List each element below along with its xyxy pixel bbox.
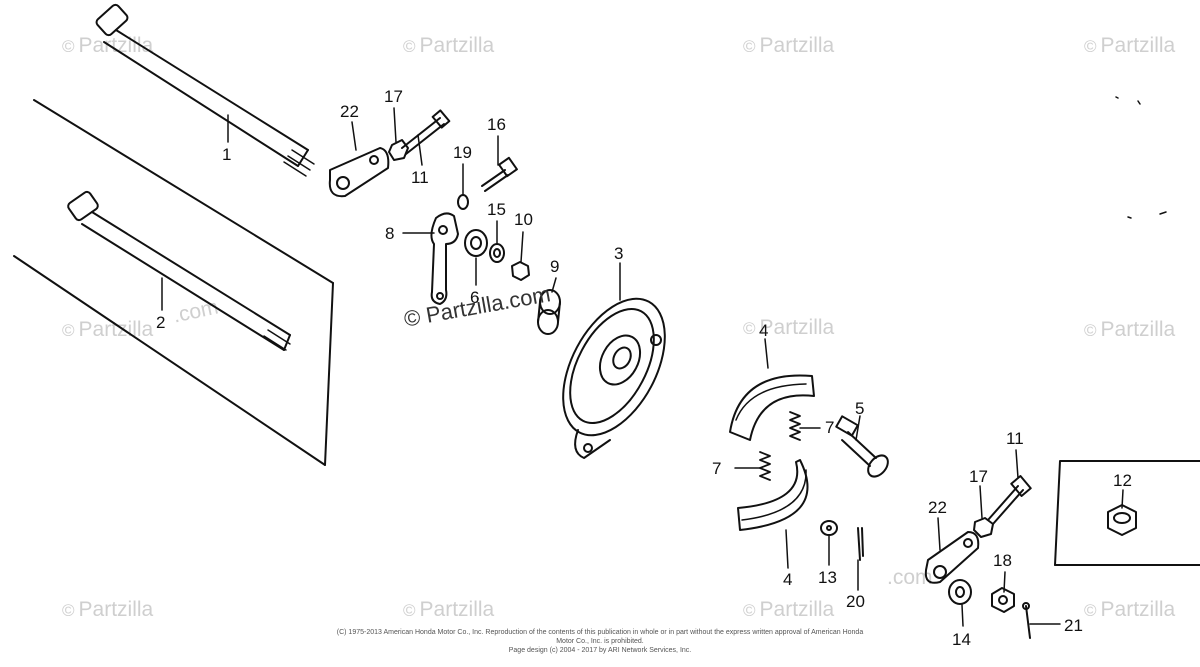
callout-7-lower[interactable]: 7 — [712, 459, 722, 478]
callout-14[interactable]: 14 — [952, 630, 971, 649]
callout-3[interactable]: 3 — [614, 244, 624, 263]
callout-6[interactable]: 6 — [470, 288, 480, 307]
watermark: ©Partzilla — [743, 316, 835, 339]
watermark: ©Partzilla — [62, 598, 154, 621]
watermark: ©Partzilla — [403, 34, 495, 57]
part-7-spring-lower[interactable] — [759, 451, 771, 481]
callout-19[interactable]: 19 — [453, 143, 472, 162]
part-18-nut[interactable] — [991, 587, 1015, 613]
callout-8[interactable]: 8 — [385, 224, 395, 243]
callout-13[interactable]: 13 — [818, 568, 837, 587]
part-3-brake-panel[interactable] — [542, 282, 686, 459]
callout-7-upper[interactable]: 7 — [825, 418, 835, 437]
part-2-shaft[interactable] — [67, 190, 291, 351]
callout-11-upper[interactable]: 11 — [411, 168, 429, 187]
part-13-washer[interactable] — [820, 520, 838, 536]
part-17-nut-upper[interactable] — [388, 139, 409, 161]
callout-2[interactable]: 2 — [156, 313, 166, 332]
watermark: ©Partzilla — [743, 34, 835, 57]
callout-18[interactable]: 18 — [993, 551, 1012, 570]
part-16-bolt[interactable] — [481, 156, 518, 192]
callout-22-lower[interactable]: 22 — [928, 498, 947, 517]
callout-22-upper[interactable]: 22 — [340, 102, 359, 121]
copyright-line-1: (C) 1975-2013 American Honda Motor Co., … — [336, 629, 864, 645]
callout-1[interactable]: 1 — [222, 145, 232, 164]
watermark: ©Partzilla — [1084, 34, 1176, 57]
callout-16[interactable]: 16 — [487, 115, 506, 134]
copyright-line-2: Page design (c) 2004 - 2017 by ARI Netwo… — [508, 647, 692, 654]
watermark: ©Partzilla — [62, 318, 154, 341]
part-21-pin[interactable] — [1022, 602, 1031, 639]
part-17-nut-lower[interactable] — [973, 517, 994, 538]
callout-4-upper[interactable]: 4 — [759, 321, 769, 340]
panel-outline — [13, 99, 334, 466]
part-19-washer[interactable] — [457, 194, 469, 210]
watermark-fragment: .com — [887, 566, 933, 589]
part-8-brake-arm[interactable] — [430, 212, 459, 305]
callout-12[interactable]: 12 — [1113, 471, 1132, 490]
callout-4-lower[interactable]: 4 — [783, 570, 793, 589]
part-10-nut[interactable] — [511, 261, 530, 281]
part-22-adjuster-plate-upper[interactable] — [328, 147, 390, 198]
part-1-axle[interactable] — [95, 3, 315, 177]
part-15-washer[interactable] — [489, 243, 505, 263]
part-4-brake-shoe-lower[interactable] — [737, 459, 809, 531]
part-4-brake-shoe-upper[interactable] — [729, 374, 815, 441]
part-5-brake-cam[interactable] — [835, 415, 892, 480]
copyright-notice: (C) 1975-2013 American Honda Motor Co., … — [330, 628, 870, 655]
callout-21[interactable]: 21 — [1064, 616, 1083, 635]
callout-17-lower[interactable]: 17 — [969, 467, 988, 486]
artifact-marks — [1115, 96, 1167, 219]
part-11-bolt-lower[interactable] — [987, 475, 1032, 525]
callout-10[interactable]: 10 — [514, 210, 533, 229]
callout-5[interactable]: 5 — [855, 399, 865, 418]
part-20-cotter-pin[interactable] — [857, 527, 864, 561]
callout-11-lower[interactable]: 11 — [1006, 429, 1024, 448]
watermark: ©Partzilla — [1084, 598, 1176, 621]
watermark: ©Partzilla — [1084, 318, 1176, 341]
part-14-washer[interactable] — [948, 579, 972, 605]
watermark: ©Partzilla — [62, 34, 154, 57]
part-22-adjuster-plate-lower[interactable] — [924, 531, 980, 584]
leader-lines — [161, 107, 1124, 627]
part-11-bolt-upper[interactable] — [401, 109, 451, 155]
part-9-spacer[interactable] — [537, 289, 561, 335]
callout-15[interactable]: 15 — [487, 200, 506, 219]
callout-9[interactable]: 9 — [550, 257, 560, 276]
callout-20[interactable]: 20 — [846, 592, 865, 611]
watermark: ©Partzilla — [743, 598, 835, 621]
callout-17-upper[interactable]: 17 — [384, 87, 403, 106]
part-7-spring-upper[interactable] — [789, 411, 801, 441]
part-6-seal[interactable] — [464, 229, 488, 257]
watermark: ©Partzilla — [403, 598, 495, 621]
